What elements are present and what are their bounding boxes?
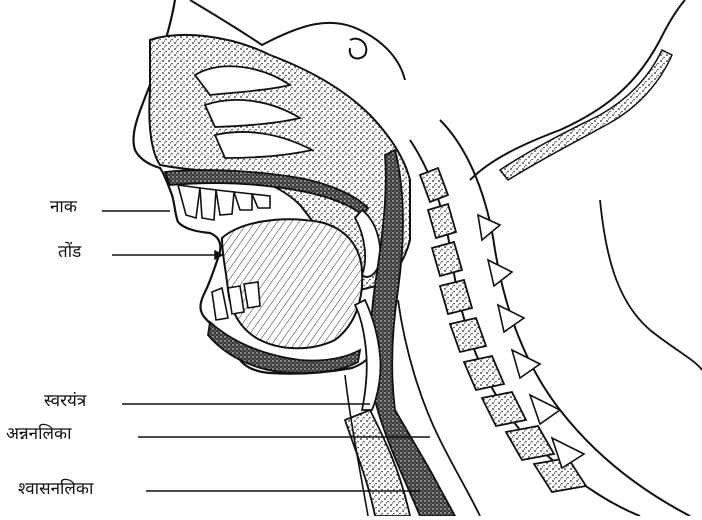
upper-teeth [178,185,270,220]
shoulder-outline [600,200,702,370]
sphenoid [350,39,367,59]
neck-back-outline [470,0,685,180]
label-nose: नाक [50,199,77,216]
label-trachea: श्वासनलिका [18,481,93,498]
label-mouth: तोंड [58,244,81,261]
label-esophagus: अन्ननलिका [6,426,72,443]
tongue [222,219,362,348]
label-larynx: स्वरयंत्र [44,393,86,410]
skin-back-band [500,50,672,180]
